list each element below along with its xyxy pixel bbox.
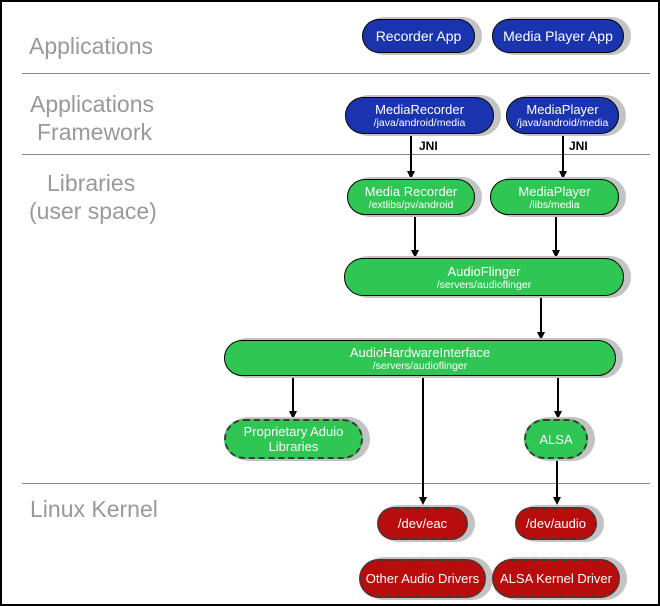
node-label: /dev/eac bbox=[397, 516, 448, 531]
node-alsa: ALSA bbox=[524, 419, 588, 459]
section-label-line: Libraries bbox=[47, 170, 136, 196]
node-alsa-kernel-driver: ALSA Kernel Driver bbox=[492, 559, 620, 598]
node-label: MediaPlayer bbox=[526, 102, 599, 117]
section-label-applications-framework: Applications Framework bbox=[30, 90, 154, 146]
node-dev-audio: /dev/audio bbox=[515, 507, 597, 540]
arrow-mediarecorder-to-library bbox=[410, 133, 412, 171]
divider-kernel bbox=[22, 483, 650, 484]
node-audio-hardware-interface: AudioHardwareInterface /servers/audiofli… bbox=[224, 340, 616, 376]
jni-label-left: JNI bbox=[419, 139, 438, 153]
node-dev-eac: /dev/eac bbox=[377, 507, 468, 540]
node-media-recorder-library: Media Recorder /extlibs/pv/android bbox=[347, 179, 475, 215]
node-label: Other Audio Drivers bbox=[365, 571, 480, 586]
node-label: Media Recorder bbox=[364, 183, 458, 199]
node-path: /extlibs/pv/android bbox=[368, 198, 454, 211]
arrow-ahi-to-alsa bbox=[557, 376, 559, 411]
section-label-line: Framework bbox=[37, 119, 153, 145]
node-media-player-app: Media Player App bbox=[492, 19, 624, 53]
node-label: Recorder App bbox=[375, 27, 462, 44]
node-recorder-app: Recorder App bbox=[362, 19, 475, 53]
section-label-libraries: Libraries (user space) bbox=[29, 169, 157, 225]
node-path: /servers/audioflinger bbox=[436, 278, 532, 291]
node-label: ALSA bbox=[539, 431, 573, 447]
node-mediaplayer-framework: MediaPlayer /java/android/media bbox=[506, 97, 619, 134]
node-label: Proprietary Aduio Libraries bbox=[243, 424, 344, 454]
node-audioflinger: AudioFlinger /servers/audioflinger bbox=[344, 258, 624, 296]
arrow-mediarecorder-to-audioflinger bbox=[414, 215, 416, 250]
arrow-mediaplayer-to-library bbox=[562, 134, 564, 171]
node-label: ALSA Kernel Driver bbox=[500, 571, 612, 586]
node-mediaplayer-library: MediaPlayer /libs/media bbox=[490, 179, 619, 215]
node-path: /servers/audioflinger bbox=[372, 359, 468, 372]
arrow-ahi-to-proprietary bbox=[292, 376, 294, 411]
divider-framework bbox=[22, 154, 650, 155]
node-proprietary-audio-libraries: Proprietary Aduio Libraries bbox=[224, 419, 363, 459]
node-path: /libs/media bbox=[529, 198, 580, 211]
arrow-mediaplayer-to-audioflinger bbox=[555, 215, 557, 250]
section-label-linux-kernel: Linux Kernel bbox=[30, 496, 158, 522]
node-path: /java/android/media bbox=[516, 117, 609, 129]
section-label-line: (user space) bbox=[29, 198, 157, 224]
node-other-audio-drivers: Other Audio Drivers bbox=[359, 559, 486, 598]
node-label: AudioHardwareInterface bbox=[349, 344, 491, 360]
node-label: MediaPlayer bbox=[518, 183, 591, 199]
node-label: /dev/audio bbox=[526, 516, 586, 531]
section-label-applications: Applications bbox=[29, 33, 154, 59]
node-mediarecorder-framework: MediaRecorder /java/android/media bbox=[345, 97, 494, 134]
jni-label-right: JNI bbox=[569, 139, 588, 153]
section-label-line: Applications bbox=[30, 91, 155, 117]
arrow-alsa-to-dev-audio bbox=[556, 459, 558, 497]
arrow-audioflinger-to-ahi bbox=[540, 296, 542, 332]
divider-applications bbox=[22, 73, 650, 74]
node-label: MediaRecorder bbox=[375, 102, 464, 117]
node-path: /java/android/media bbox=[373, 117, 466, 129]
node-label: Media Player App bbox=[503, 27, 613, 44]
arrow-ahi-to-dev-eac bbox=[422, 376, 424, 497]
node-label: AudioFlinger bbox=[447, 263, 521, 279]
